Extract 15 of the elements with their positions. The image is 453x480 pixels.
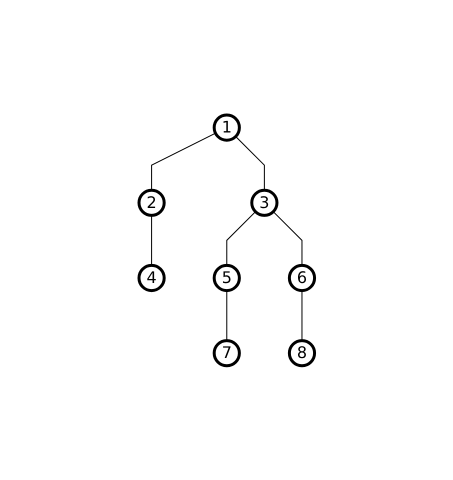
connector: [150, 132, 216, 190]
connector: [226, 210, 256, 266]
node-circle: 4: [137, 264, 166, 292]
connector: [272, 210, 302, 266]
node-circle: 1: [212, 113, 241, 142]
connector: [150, 214, 152, 266]
node-circle: 3: [250, 188, 278, 216]
connector: [234, 136, 265, 190]
connector: [226, 290, 227, 341]
connector: [301, 290, 302, 341]
node-circle: 7: [212, 338, 241, 367]
node-circle: 5: [212, 264, 241, 292]
node-circle: 8: [288, 338, 316, 367]
node-circle: 6: [288, 264, 316, 292]
node-circle: 2: [137, 188, 166, 216]
